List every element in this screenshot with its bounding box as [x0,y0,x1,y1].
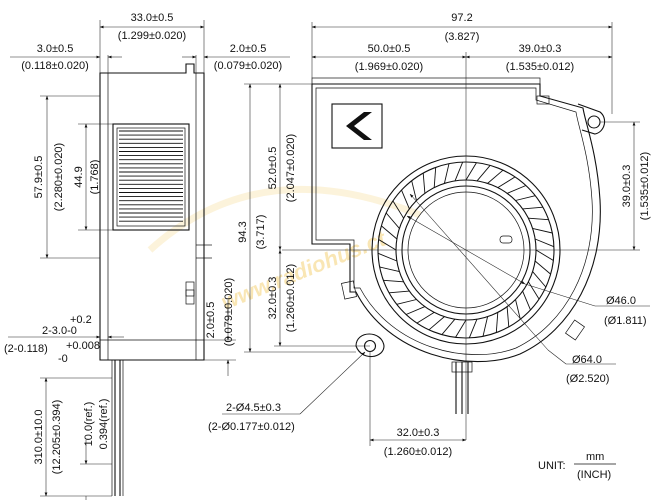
mount-ear-right [577,103,606,135]
impeller-blade [528,217,549,221]
side-view: 33.0±0.5 (1.299±0.020) 3.0±0.5 (0.118±0.… [4,12,290,500]
front-total-width-dim: 97.2 [451,12,472,24]
front-center-hole-inch: (1.260±0.012) [285,264,297,332]
strip-length-dim: 10.0(ref.) [83,402,95,447]
front-center-hole-dim: 32.0±0.3 [267,277,279,320]
impeller-blade [522,290,531,311]
front-height-inch: (3.717) [255,215,267,250]
front-total-width-inch: (3.827) [445,31,480,43]
side-right-offset-dim: 2.0±0.5 [230,43,267,55]
impeller-blade [443,163,450,184]
mount-holes-inch: (2-Ø0.177±0.012) [208,421,295,433]
unit-imperial: (INCH) [577,469,611,481]
impeller-blade [441,318,456,335]
side-hole-inch: (2-0.118) [4,343,48,355]
impeller-blade [416,312,435,324]
front-right-offset-inch: (1.535±0.012) [506,61,574,73]
inlet-dia-dim: Ø46.0 [606,295,636,307]
impeller-blade [515,299,521,320]
impeller-blade [532,227,553,234]
front-lead-wires [451,361,473,414]
strip-length-inch: 0.394(ref.) [98,399,110,450]
impeller-blade [495,312,499,333]
impeller-blade [522,206,543,210]
impeller-blade [401,189,410,210]
lead-length-dim: 310.0±10.0 [33,410,45,465]
side-right-offset-inch: (0.079±0.020) [214,60,282,72]
side-body-outline [99,63,205,361]
side-left-offset-dim: 3.0±0.5 [37,43,74,55]
impeller-blade [433,167,437,188]
hole-spacing-dim: 32.0±0.3 [397,427,440,439]
front-height-dim: 94.3 [237,221,249,242]
impeller-blade [487,169,504,184]
front-outlet-width-inch: (1.969±0.020) [355,61,423,73]
impeller-blade [411,180,417,201]
impeller-blade [392,200,404,219]
front-right-vertical-inch: (1.535±0.012) [639,152,651,220]
hole-spacing-inch: (1.260±0.012) [384,446,452,458]
impeller-blade [506,306,510,327]
impeller-blade [497,176,516,188]
unit-metric: mm [586,451,604,463]
impeller-blade [377,252,398,262]
impeller-dia-inch: (Ø2.520) [566,373,609,385]
front-top-center-dim: 52.0±0.5 [267,147,279,190]
impeller-blade [379,266,400,273]
impeller-blade [396,299,417,305]
impeller-blade [378,239,397,251]
outlet-grille [112,123,190,231]
impeller-dia-dim: Ø64.0 [572,354,602,366]
impeller-blade [476,165,491,182]
impeller-blade [383,279,404,283]
impeller-blade [534,238,555,248]
impeller-blade [532,271,547,288]
impeller-blade [515,195,536,201]
lead-wires [111,360,124,496]
side-height-dim: 57.9±0.5 [33,156,45,199]
inlet-dia-inch: (Ø1.811) [604,315,647,327]
impeller-blade [535,249,554,261]
impeller-blade [468,318,478,339]
impeller-blade [455,319,467,338]
impeller-blade [385,212,400,229]
side-hole-tol-minus-inch: -0 [58,353,68,365]
front-top-center-inch: (2.047±0.020) [285,134,297,202]
lead-length-inch: (12.205±0.394) [51,400,63,475]
impeller-blade [528,281,540,300]
front-right-offset-dim: 39.0±0.3 [519,43,562,55]
chevron-logo-icon [331,103,383,149]
impeller-blade [381,225,398,240]
side-hole-dim: 2-3.0-0 [42,325,77,337]
impeller-blade [465,162,477,181]
impeller-blade [506,185,527,194]
impeller-blade [422,173,426,194]
side-bottom-step-dim: 2.0±0.5 [205,302,217,339]
housing-outline [311,83,601,363]
front-right-vertical-dim: 39.0±0.3 [621,165,633,208]
mount-holes-dim: 2-Ø4.5±0.3 [226,402,281,414]
side-left-offset-inch: (0.118±0.020) [21,60,89,72]
side-outlet-height-inch: (1.768) [89,160,101,195]
impeller-blade [389,290,410,294]
side-hole-tol-plus-inch: +0.008 [66,340,100,352]
impeller-blade [534,260,551,275]
side-outlet-height-dim: 44.9 [73,166,85,187]
impeller-blade [405,306,426,315]
impeller-blade [428,316,445,331]
side-bottom-step-inch: (0.079±0.020) [223,278,235,346]
impeller-blade [482,316,489,337]
side-width-dim: 33.0±0.5 [131,12,174,24]
unit-label: UNIT: [538,460,566,472]
front-view: 97.2 (3.827) 50.0±0.5 (1.969±0.020) 39.0… [208,12,651,458]
side-width-inch: (1.299±0.020) [118,30,186,42]
side-height-inch: (2.280±0.020) [53,143,65,211]
side-hole-tol-plus: +0.2 [70,314,92,326]
unit-legend: UNIT: mm (INCH) [538,451,616,481]
impeller-blade [454,161,464,182]
front-outlet-width-dim: 50.0±0.5 [368,43,411,55]
